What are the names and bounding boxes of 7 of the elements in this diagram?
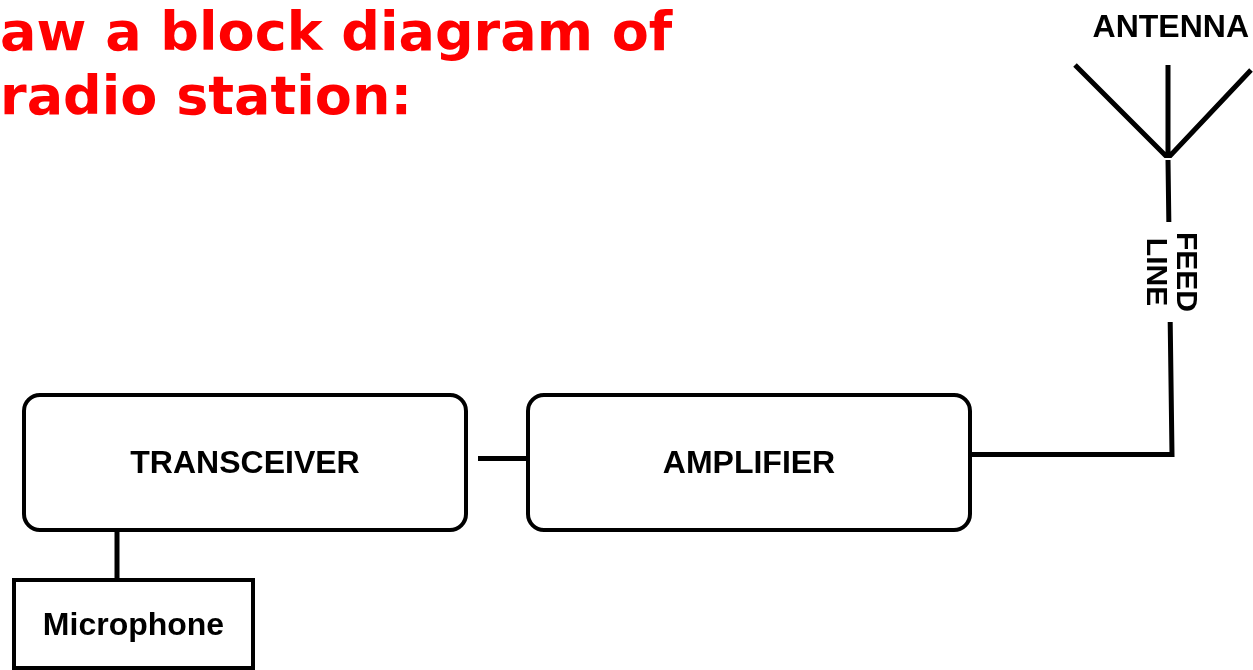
block-box: AMPLIFIER: [526, 393, 972, 532]
connector-line: [478, 456, 526, 461]
block-box: TRANSCEIVER: [22, 393, 468, 532]
title: aw a block diagram of radio station:: [0, 0, 674, 128]
input-device-box: Microphone: [12, 578, 255, 670]
connector-line: [114, 532, 120, 578]
antenna-label: ANTENNA: [1092, 8, 1249, 45]
